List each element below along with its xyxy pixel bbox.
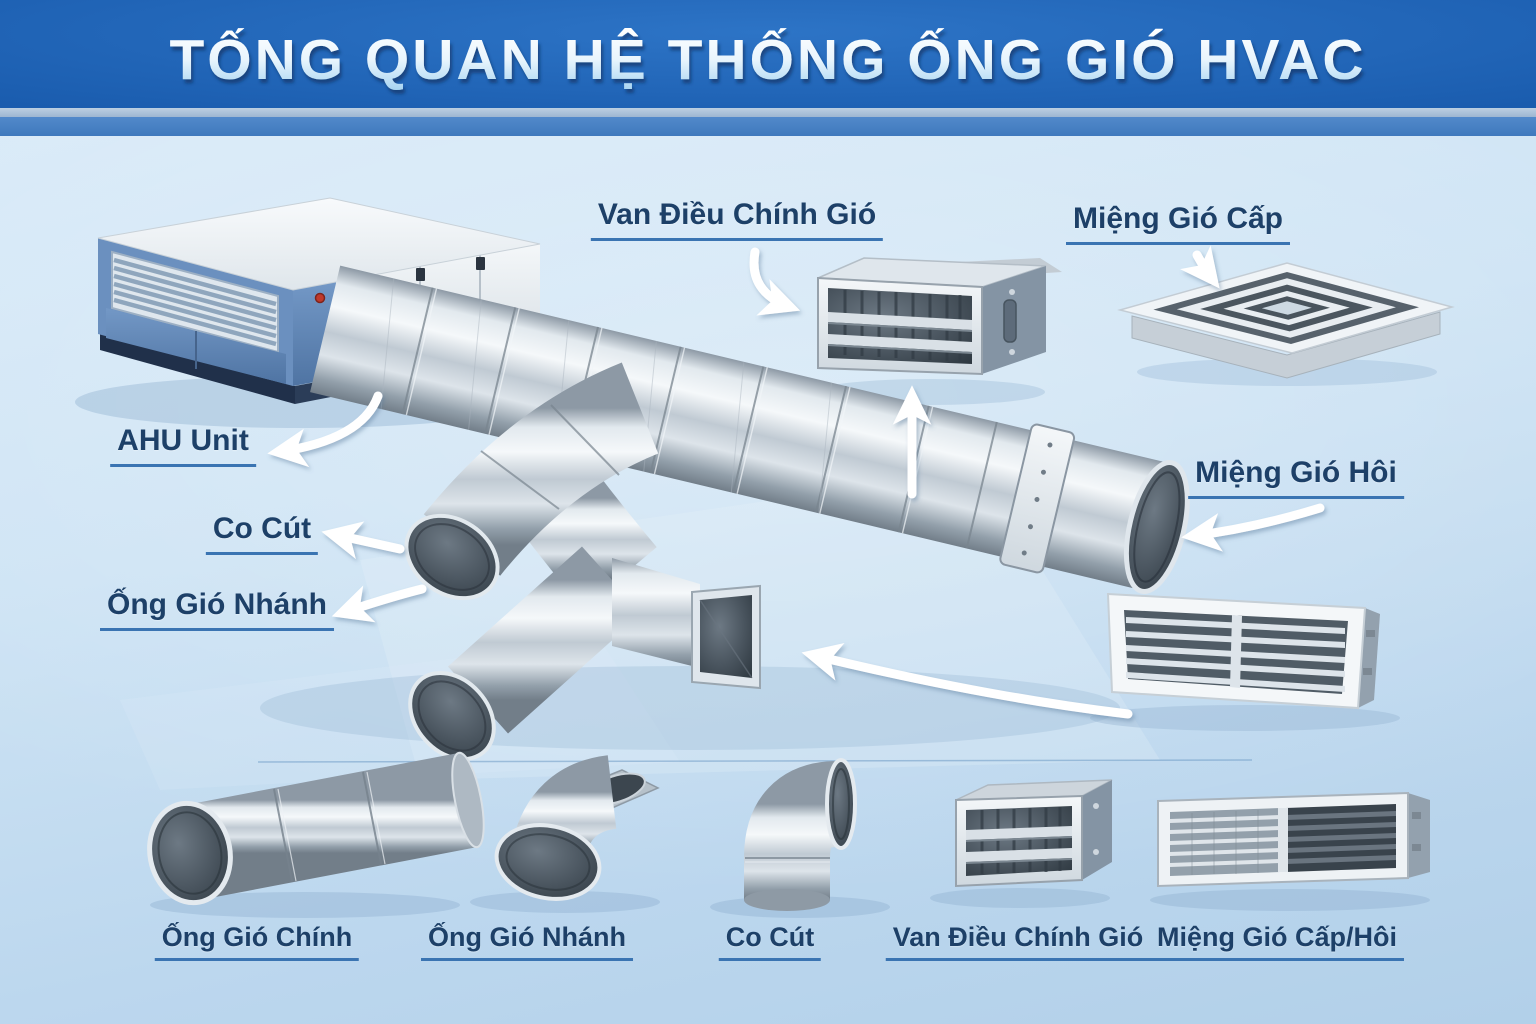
arrow-to-damper	[749, 247, 801, 316]
legend-label-branch-duct: Ống Gió Nhánh	[421, 922, 633, 961]
arrow-to-diffuser	[1180, 245, 1220, 289]
arrow-to-ahu-label	[267, 391, 383, 468]
legend-branch-duct-illustration	[470, 755, 660, 913]
header-stripe-light	[0, 108, 1536, 117]
scene: Van Điều Chính Gió Miệng Gió Cấp AHU Uni…	[0, 136, 1536, 1024]
title-graphic: TỐNG QUAN HỆ THỐNG ỐNG GIÓ HVAC	[169, 27, 1366, 92]
branch-elbow-illustration	[404, 362, 659, 601]
damper-illustration	[817, 257, 1062, 376]
title-bar: TỐNG QUAN HỆ THỐNG ỐNG GIÓ HVAC	[0, 0, 1536, 108]
label-return-grille: Miệng Gió Hôi	[1188, 456, 1404, 499]
arrow-to-branch-label	[331, 584, 427, 623]
arrow-to-duct-end	[1181, 503, 1325, 552]
legend-label-elbow: Co Cút	[718, 922, 822, 961]
label-ahu: AHU Unit	[110, 424, 256, 467]
page-title: TỐNG QUAN HỆ THỐNG ỐNG GIÓ HVAC	[169, 27, 1366, 92]
label-branch-duct: Ống Gió Nhánh	[100, 588, 334, 631]
legend-label-damper: Van Điều Chính Gió	[885, 922, 1151, 961]
label-damper: Van Điều Chính Gió	[590, 198, 884, 241]
legend-damper-illustration	[930, 779, 1113, 908]
legend-main-duct-illustration	[147, 751, 485, 918]
main-duct-illustration	[310, 265, 1190, 594]
arrow-to-elbow-label	[321, 521, 405, 560]
annotation-arrows	[267, 245, 1325, 719]
legend-label-grille: Miệng Gió Cấp/Hôi	[1150, 922, 1404, 961]
legend-grille-illustration	[1150, 791, 1430, 911]
return-grille-illustration	[1106, 592, 1380, 710]
arrow-to-rect-duct	[801, 642, 1133, 719]
header-stripe-blue	[0, 117, 1536, 136]
label-supply-diffuser: Miệng Gió Cấp	[1066, 202, 1290, 245]
ceiling-diffuser-illustration	[1117, 262, 1455, 379]
legend-label-main-duct: Ống Gió Chính	[154, 922, 360, 961]
label-elbow: Co Cút	[205, 512, 319, 555]
legend-elbow-illustration	[710, 758, 890, 918]
scene-illustration	[75, 197, 1455, 918]
